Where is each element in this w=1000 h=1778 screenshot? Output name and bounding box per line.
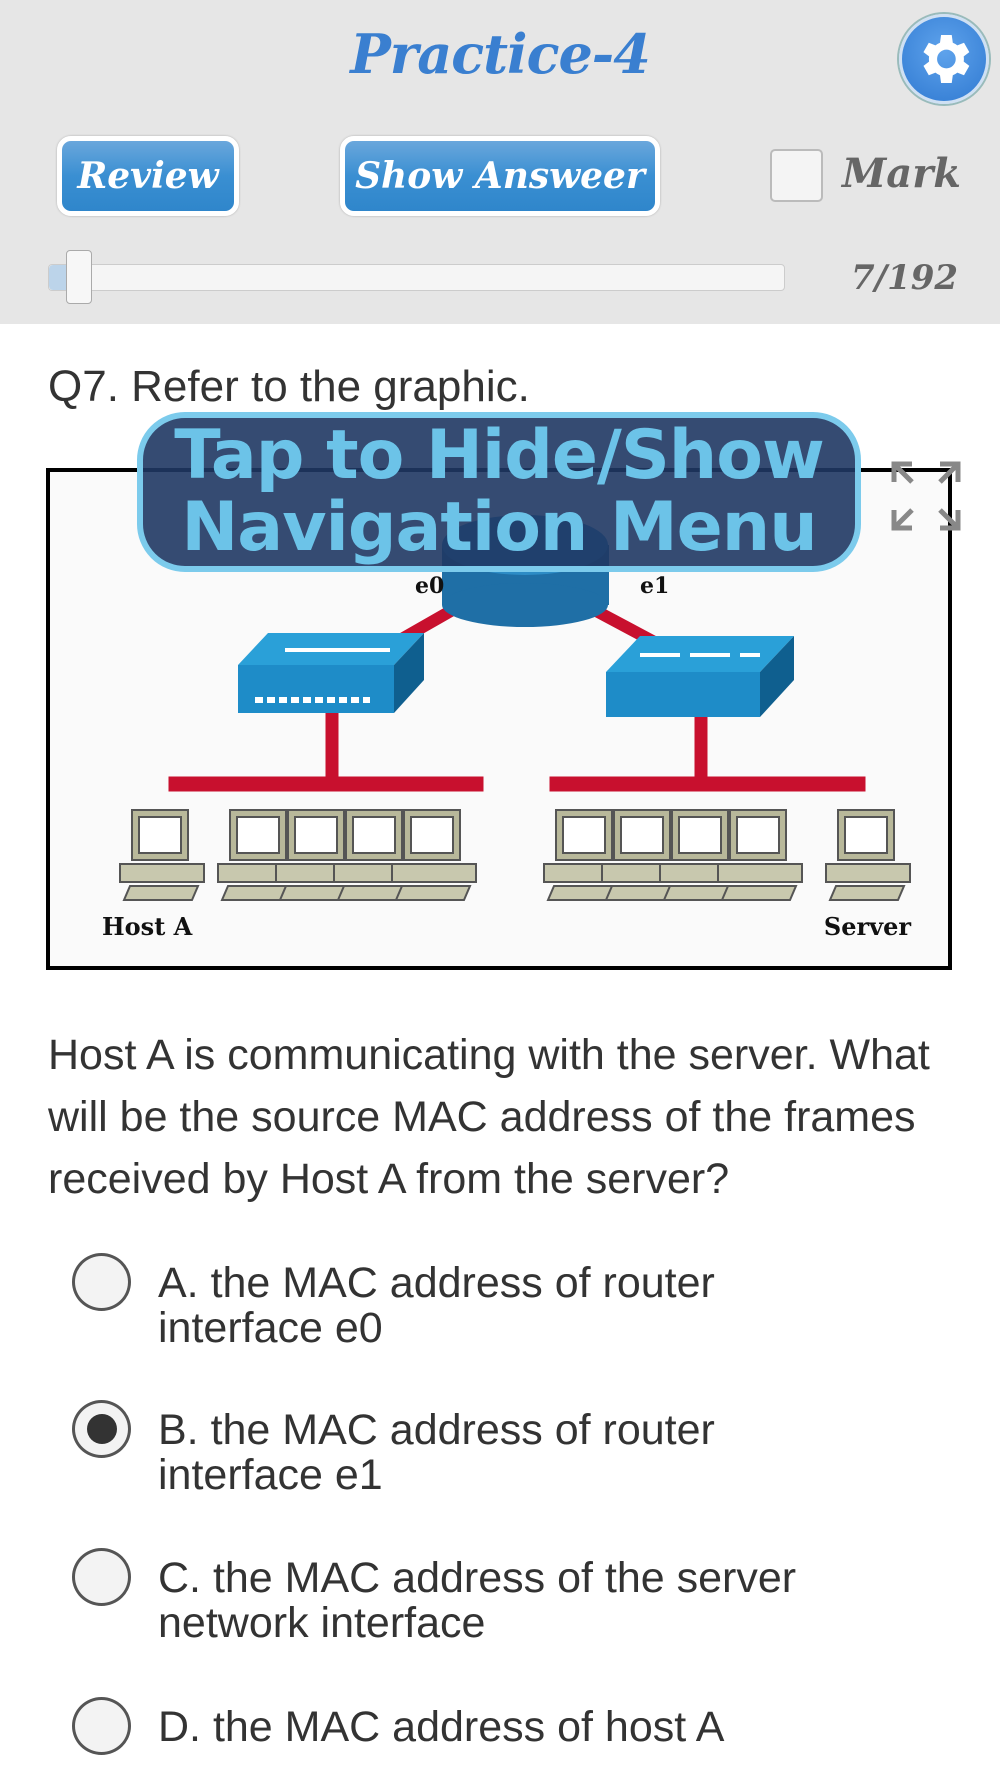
- gear-icon: [923, 35, 970, 83]
- computer-icon: [825, 809, 911, 901]
- option-d[interactable]: D. the MAC address of host A: [72, 1697, 972, 1755]
- expand-button[interactable]: [890, 460, 962, 532]
- page-title: Practice-4: [350, 22, 651, 86]
- computer-icon: [543, 809, 629, 901]
- option-b[interactable]: B. the MAC address of router interface e…: [72, 1400, 972, 1498]
- settings-button[interactable]: [899, 14, 989, 104]
- computer-icon: [119, 809, 205, 901]
- expand-icon: [891, 461, 961, 531]
- label-host-a: Host A: [102, 912, 193, 941]
- navigation-menu-hint[interactable]: Tap to Hide/Show Navigation Menu: [137, 412, 861, 572]
- review-button[interactable]: Review: [57, 136, 239, 216]
- computer-icon: [659, 809, 745, 901]
- mark-checkbox[interactable]: [770, 149, 823, 202]
- option-a[interactable]: A. the MAC address of router interface e…: [72, 1253, 972, 1351]
- switch-left-icon: [238, 633, 424, 713]
- question-heading: Q7. Refer to the graphic.: [48, 362, 530, 412]
- question-intro: Refer to the graphic.: [131, 362, 530, 411]
- label-e1: e1: [640, 573, 669, 599]
- progress-count: 7/192: [851, 258, 959, 298]
- radio-d[interactable]: [72, 1697, 131, 1755]
- mark-label[interactable]: Mark: [842, 150, 961, 197]
- computer-icon: [333, 809, 419, 901]
- computer-icon: [717, 809, 803, 901]
- radio-c[interactable]: [72, 1548, 131, 1606]
- hint-line-2: Navigation Menu: [181, 488, 817, 567]
- computer-icon: [391, 809, 477, 901]
- question-number: Q7.: [48, 362, 119, 411]
- question-slider-thumb[interactable]: [66, 250, 92, 304]
- option-d-text: D. the MAC address of host A: [158, 1703, 725, 1751]
- switch-right-icon: [606, 636, 794, 717]
- option-b-text: B. the MAC address of router interface e…: [158, 1406, 715, 1499]
- option-a-text: A. the MAC address of router interface e…: [158, 1259, 715, 1352]
- label-server: Server: [824, 912, 911, 941]
- label-e0: e0: [415, 573, 444, 599]
- computers: [119, 809, 911, 901]
- question-text: Host A is communicating with the server.…: [48, 1031, 930, 1203]
- radio-a[interactable]: [72, 1253, 131, 1311]
- question-slider-track[interactable]: [48, 264, 785, 291]
- radio-b[interactable]: [72, 1400, 131, 1458]
- hint-line-1: Tap to Hide/Show: [174, 416, 825, 495]
- show-answer-button[interactable]: Show Answeer: [340, 136, 660, 216]
- option-c-text: C. the MAC address of the server network…: [158, 1554, 797, 1647]
- option-c[interactable]: C. the MAC address of the server network…: [72, 1548, 972, 1646]
